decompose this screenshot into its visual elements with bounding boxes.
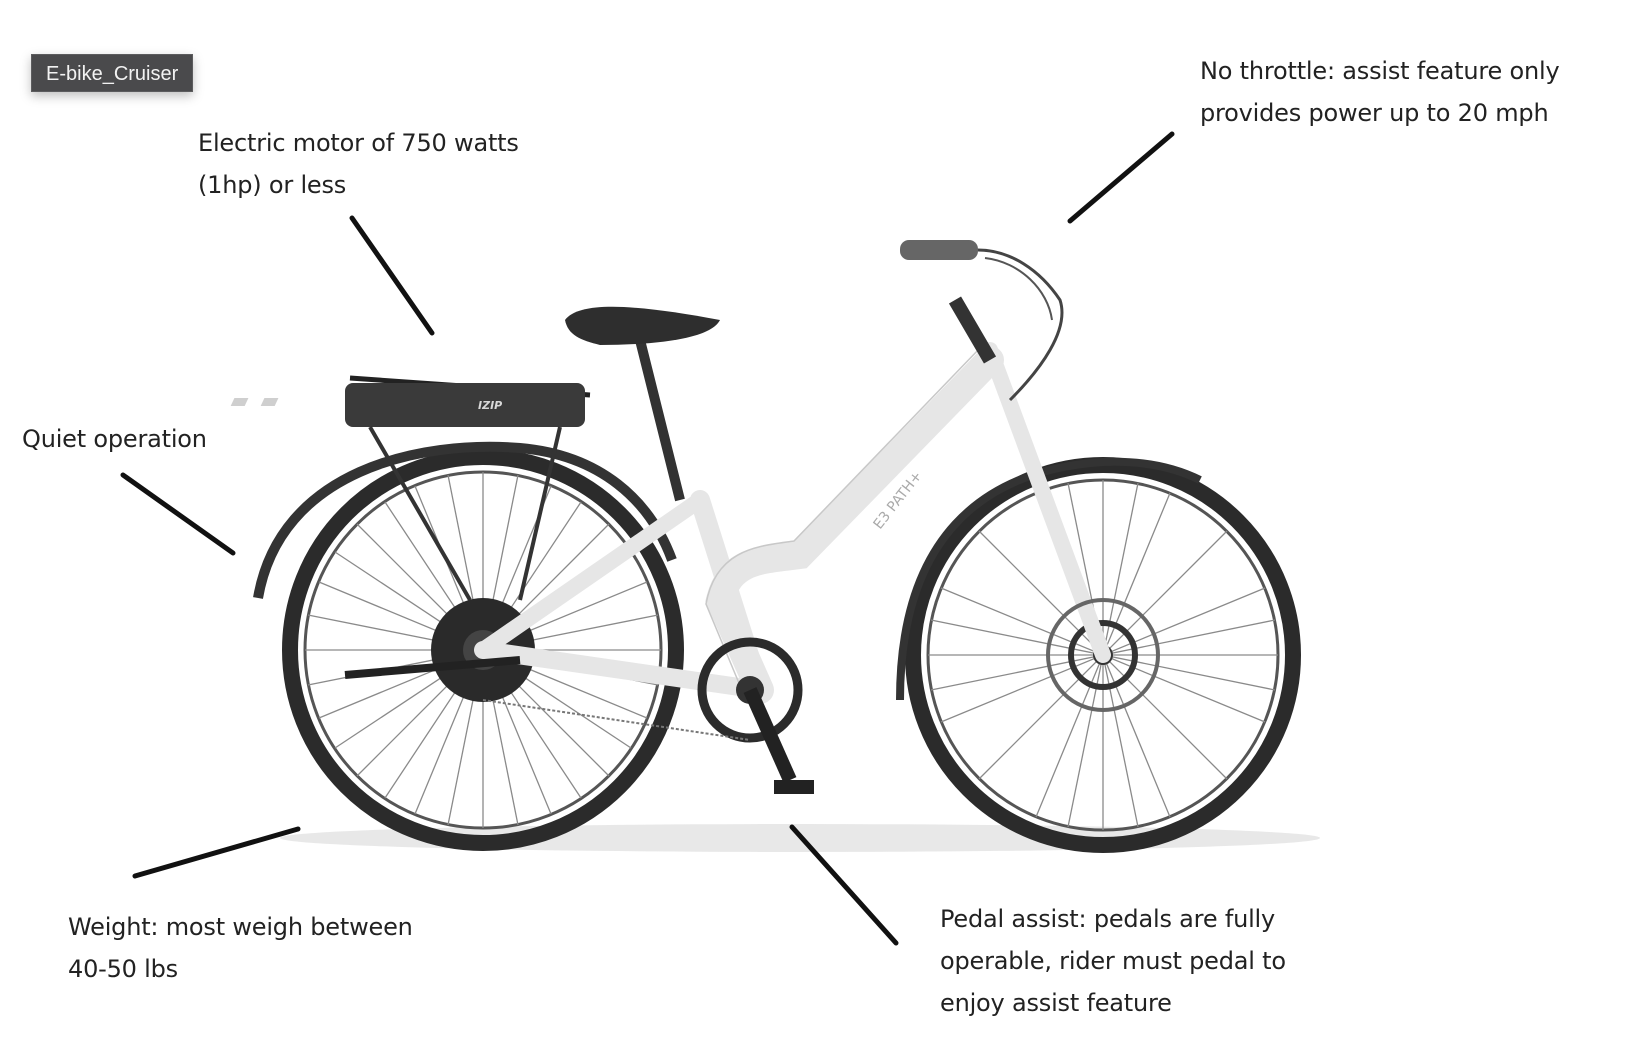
handlebar [900,240,1064,402]
rear-rack-battery: IZIP [230,375,591,602]
annotation-motor-line1: Electric motor of 750 watts [198,129,519,157]
callout-line-throttle [1067,131,1175,224]
bike-frame [474,342,1111,704]
annotation-weight-line1: Weight: most weigh between [68,913,413,941]
annotation-weight-line2: 40-50 lbs [68,955,178,983]
callout-line-motor [349,215,435,336]
kickstand [344,656,521,679]
annotation-motor-line2: (1hp) or less [198,171,347,199]
callout-line-weight [132,826,301,879]
crankset [482,637,814,794]
annotation-quiet: Quiet operation [22,418,207,460]
annotation-throttle-line1: No throttle: assist feature only [1200,57,1560,85]
annotation-quiet-line1: Quiet operation [22,425,207,453]
seat-post [635,338,685,502]
annotation-motor: Electric motor of 750 watts (1hp) or les… [198,122,519,206]
annotation-pedal: Pedal assist: pedals are fully operable,… [940,898,1286,1024]
callout-line-quiet [120,472,236,556]
image-label: E-bike_Cruiser [31,54,194,92]
callout-line-pedal [789,824,899,946]
saddle [565,306,720,345]
svg-text:IZIP: IZIP [478,399,502,412]
annotation-pedal-line3: enjoy assist feature [940,989,1172,1017]
annotation-pedal-line1: Pedal assist: pedals are fully [940,905,1276,933]
disc-brake [1046,598,1160,712]
callout-lines [120,131,1175,946]
annotation-weight: Weight: most weigh between 40-50 lbs [68,906,413,990]
rear-fender [253,441,677,599]
frame-outline [705,347,981,701]
annotation-throttle-line2: provides power up to 20 mph [1200,99,1549,127]
annotation-pedal-line2: operable, rider must pedal to [940,947,1286,975]
annotation-throttle: No throttle: assist feature only provide… [1200,50,1560,134]
